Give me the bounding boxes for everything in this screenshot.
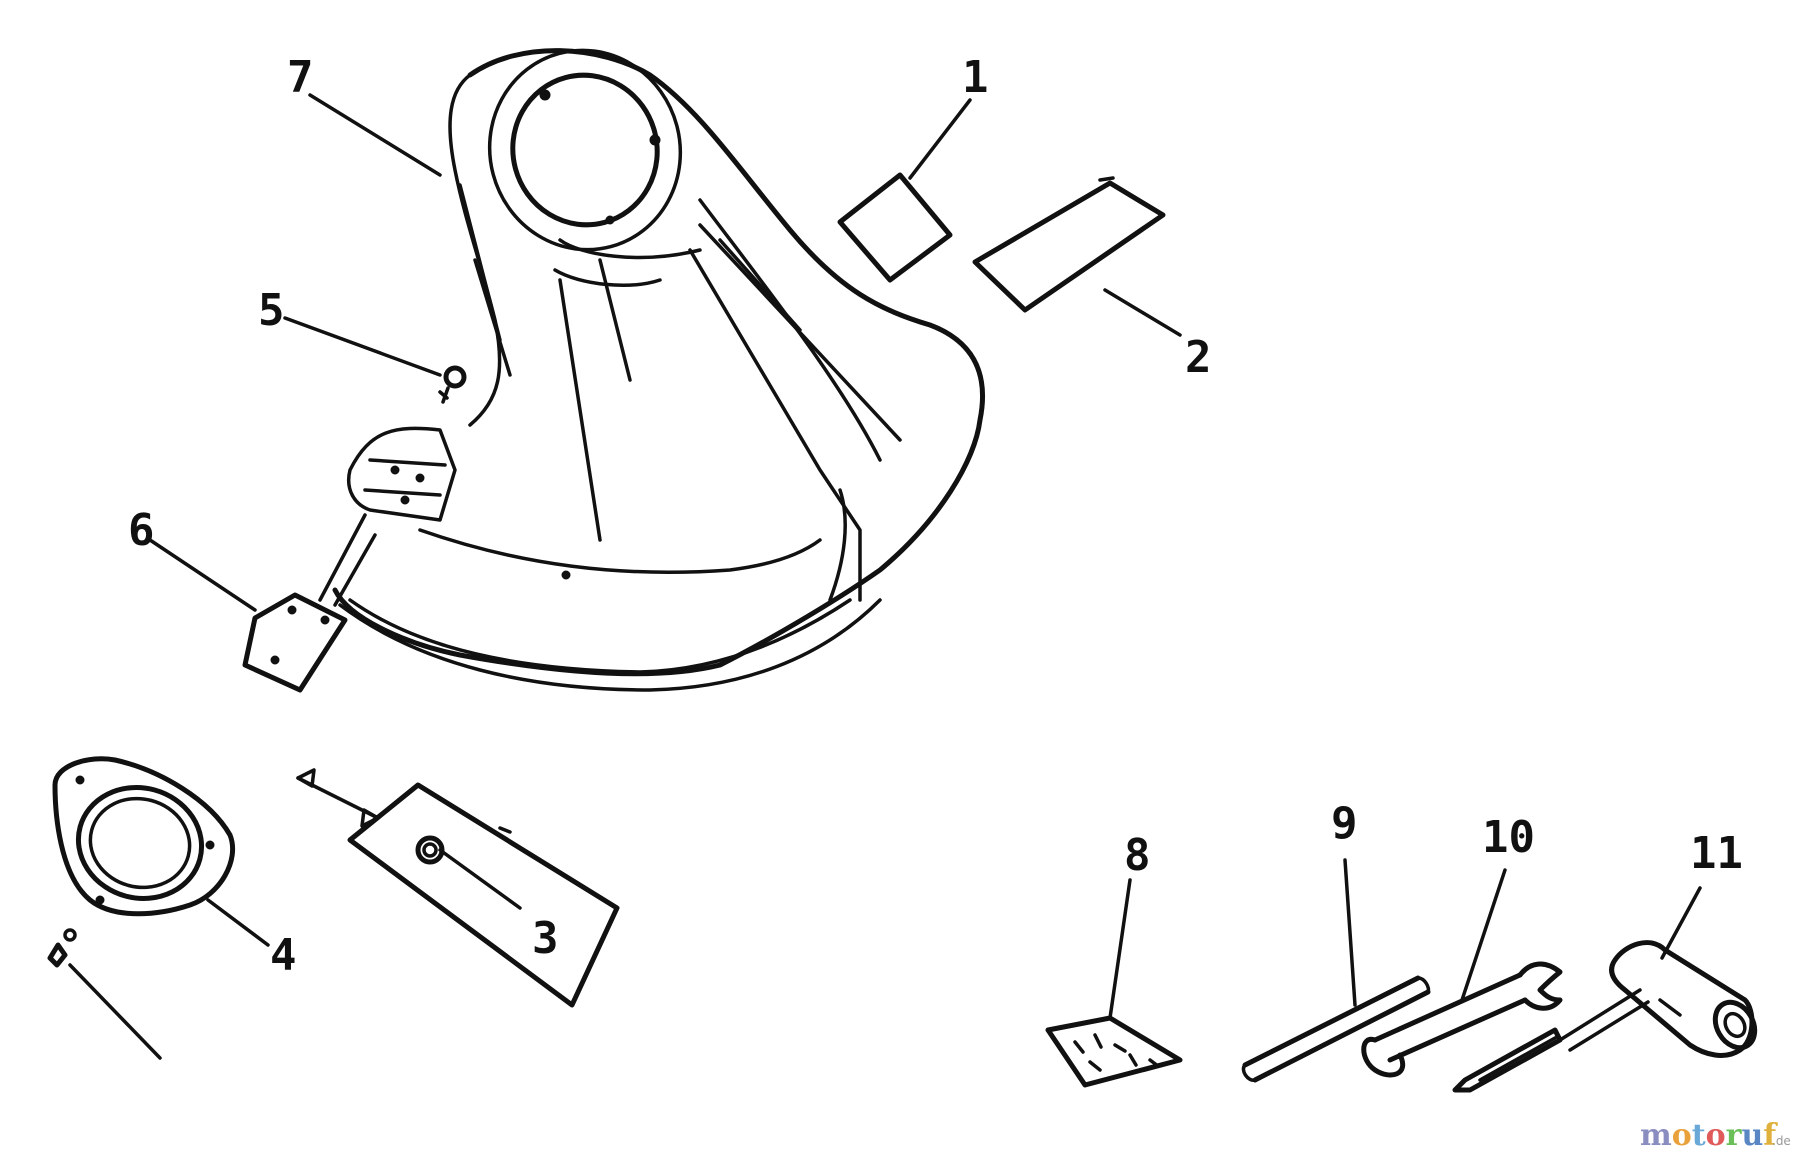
hardware-bag [1045,1015,1183,1088]
wm-letter-r: r [1726,1118,1743,1153]
leader-lines [148,93,1702,1020]
wm-letter-t: t [1692,1118,1706,1153]
wrench [1361,961,1563,1078]
decal-long [972,176,1166,313]
leader-5 [283,316,442,377]
leader-7 [308,93,442,177]
wm-letter-u: u [1741,1118,1763,1153]
callouts: 1 2 3 4 5 6 7 8 9 10 11 [128,52,1743,981]
screw-small [438,365,467,404]
wm-letter-o2: o [1706,1118,1726,1153]
leader-4 [206,898,270,947]
callout-9: 9 [1331,798,1358,849]
callout-7: 7 [287,52,314,103]
callout-2: 2 [1185,332,1212,383]
leader-8 [1108,878,1132,1020]
callout-8: 8 [1124,830,1151,881]
wm-letter-o: o [1672,1118,1692,1153]
watermark-logo: motoruf .de [1640,1118,1791,1153]
leader-3 [438,848,522,910]
guard-shield [332,48,986,692]
wm-tld: .de [1772,1134,1791,1148]
callout-11: 11 [1690,828,1743,879]
leader-9 [1343,858,1357,1007]
callout-6: 6 [128,505,155,556]
clamp-plate [242,513,377,693]
callout-5: 5 [258,285,285,336]
leader-6 [148,538,257,612]
wm-letter-m: m [1640,1118,1672,1153]
leader-2 [1103,288,1182,337]
bolt-small [47,928,162,1060]
svg-text:motoruf: motoruf [1640,1118,1778,1153]
callout-4: 4 [270,930,297,981]
leader-1 [908,98,972,180]
wm-letter-f: f [1763,1118,1778,1153]
rod [1241,975,1431,1083]
callout-10: 10 [1482,812,1535,863]
callout-3: 3 [532,913,559,964]
plug-wrench [1452,940,1758,1093]
callout-1: 1 [962,52,989,103]
instruction-plate [296,768,620,1008]
leader-11 [1660,886,1702,960]
gasket-plate [52,756,236,917]
leader-10 [1460,868,1507,1002]
decal-small [837,172,953,283]
